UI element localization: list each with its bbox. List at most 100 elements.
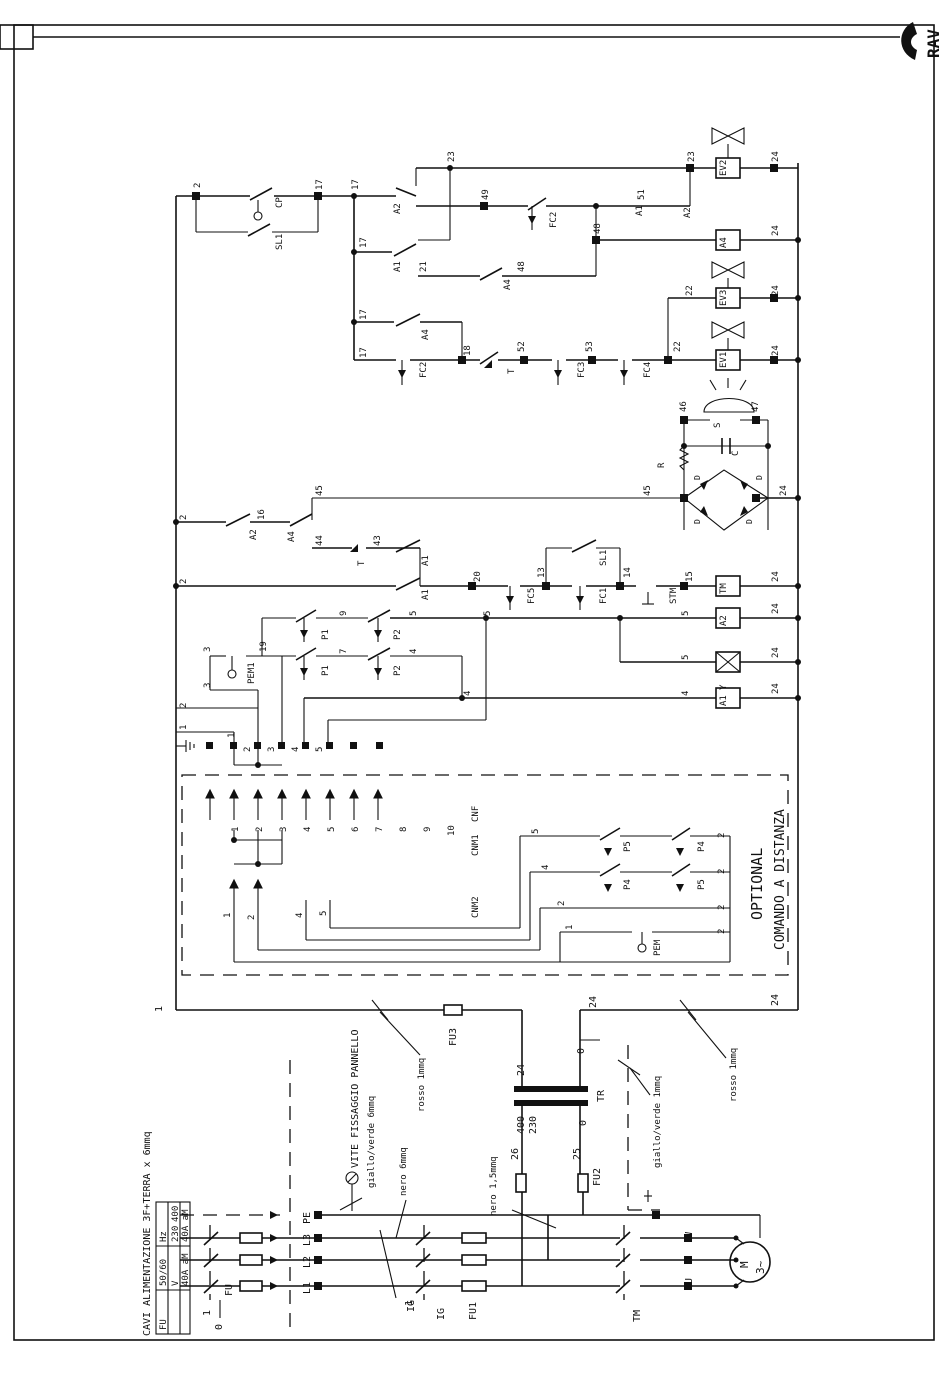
wire-17e: 17 xyxy=(359,347,369,358)
pin-10: 10 xyxy=(447,825,457,836)
ev2-label: EV2 xyxy=(719,160,729,176)
tm-label: TM xyxy=(632,1310,643,1322)
cnm2-pin-4: 4 xyxy=(295,913,305,918)
wire-53: 53 xyxy=(585,341,595,352)
table-cell: 230 xyxy=(171,1226,181,1242)
power-section xyxy=(155,999,771,1335)
cnm1-label: CNM1 xyxy=(471,834,481,856)
p1-label-2: P1 xyxy=(321,665,331,676)
ev3-label: EV3 xyxy=(719,290,729,306)
wire-26: 26 xyxy=(510,1148,521,1160)
wire-24b: 24 xyxy=(771,225,781,236)
stm-label: STM xyxy=(669,587,679,604)
rosso-1mmq: rosso 1mmq xyxy=(417,1058,427,1112)
d-label-1: D xyxy=(693,475,702,480)
page-frame xyxy=(0,24,935,1341)
wire-3a: 3 xyxy=(203,647,213,652)
wire-48b: 48 xyxy=(517,261,527,272)
wire-17c: 17 xyxy=(359,237,369,248)
fc2-label: FC2 xyxy=(419,362,429,378)
fc2-label-2: FC2 xyxy=(549,212,559,228)
wire-22a: 22 xyxy=(673,341,683,352)
ig-label: IG xyxy=(406,1300,417,1312)
term-2: 2 xyxy=(243,747,253,752)
fu-label: FU xyxy=(224,1284,235,1296)
ig-text: IG xyxy=(436,1308,447,1320)
opt-wire-1: 1 xyxy=(565,925,575,930)
wire-9: 9 xyxy=(339,611,349,616)
opt-wire-2a: 2 xyxy=(717,833,727,838)
table-cell: 400 xyxy=(171,1206,181,1222)
p1-label: P1 xyxy=(321,629,331,640)
a2-coil-label: A2 xyxy=(719,615,729,626)
u-label: U xyxy=(684,1278,695,1284)
wire-24h: 24 xyxy=(771,647,781,658)
pin-2: 2 xyxy=(255,827,265,832)
ev1-label: EV1 xyxy=(719,352,729,368)
logo-text: RAV xyxy=(924,29,943,58)
w-label: W xyxy=(684,1231,695,1238)
junctions xyxy=(173,164,801,768)
wire-17d: 17 xyxy=(359,309,369,320)
a4-coil-label: A4 xyxy=(719,237,729,248)
a1-label: A1 xyxy=(393,261,403,272)
cp-label: CP xyxy=(275,197,285,208)
pin-4: 4 xyxy=(303,827,313,832)
wire-24c: 24 xyxy=(771,285,781,296)
wire-17a: 17 xyxy=(315,179,325,190)
wire-45a: 45 xyxy=(315,485,325,496)
t-label: T xyxy=(507,368,517,374)
a2-contact-label: A2 xyxy=(249,529,259,540)
table-cell: 50/60 xyxy=(159,1259,169,1286)
term-1: 1 xyxy=(227,733,237,738)
opt-wire-2: 2 xyxy=(557,901,567,906)
opt-wire-2c: 2 xyxy=(717,905,727,910)
a1-contact-label-2: A1 xyxy=(421,589,431,600)
line-l3: L3 xyxy=(302,1234,313,1246)
a1-coil-label: A1 xyxy=(719,695,729,706)
wire-44: 44 xyxy=(315,535,325,546)
fc3-label: FC3 xyxy=(577,362,587,378)
pin-3: 3 xyxy=(279,827,289,832)
supply-title: CAVI ALIMENTAZIONE 3F+TERRA x 6mmq xyxy=(142,1131,153,1336)
wire-13: 13 xyxy=(537,567,547,578)
wire-25: 25 xyxy=(572,1148,583,1160)
d-label-3: D xyxy=(693,519,702,524)
switch-pos-0: 0 xyxy=(214,1324,225,1330)
wire-48a: 48 xyxy=(593,223,603,234)
terminal-strip xyxy=(176,740,383,752)
fc4-label: FC4 xyxy=(643,362,653,378)
sl1-contact-label: SL1 xyxy=(599,550,609,566)
a4-contact-label: A4 xyxy=(287,531,297,542)
wire-18: 18 xyxy=(463,345,473,356)
p4-label: P4 xyxy=(623,879,633,890)
optional-title: OPTIONAL xyxy=(748,848,766,920)
wire-24g: 24 xyxy=(771,603,781,614)
pin-1: 1 xyxy=(231,827,241,832)
wire-45b: 45 xyxy=(643,485,653,496)
wire-3b: 3 xyxy=(203,683,213,688)
p5-label: P5 xyxy=(623,841,633,852)
wire-4b: 4 xyxy=(463,691,473,696)
pin-8: 8 xyxy=(399,827,409,832)
tr-label: TR xyxy=(596,1089,607,1102)
pin-7: 7 xyxy=(375,827,385,832)
pin-9: 9 xyxy=(423,827,433,832)
fc1-label: FC1 xyxy=(599,588,609,604)
tr-0b: 0 xyxy=(576,1048,587,1054)
coils xyxy=(678,127,769,709)
ig-pos: 1 xyxy=(404,1300,415,1306)
cnm2-pin-5: 5 xyxy=(319,911,329,916)
wire-24i: 24 xyxy=(771,683,781,694)
tr-0: 0 xyxy=(578,1120,589,1126)
wire-23a: 23 xyxy=(447,151,457,162)
table-cell: 40A aM xyxy=(181,1209,191,1242)
optional-subtitle: COMANDO A DISTANZA xyxy=(773,809,788,950)
wire-49: 49 xyxy=(481,189,491,200)
wire-43: 43 xyxy=(373,535,383,546)
a4-label: A4 xyxy=(421,329,431,340)
wire-20: 20 xyxy=(473,571,483,582)
wire-21: 21 xyxy=(419,261,429,272)
tr-230: 230 xyxy=(528,1116,539,1134)
